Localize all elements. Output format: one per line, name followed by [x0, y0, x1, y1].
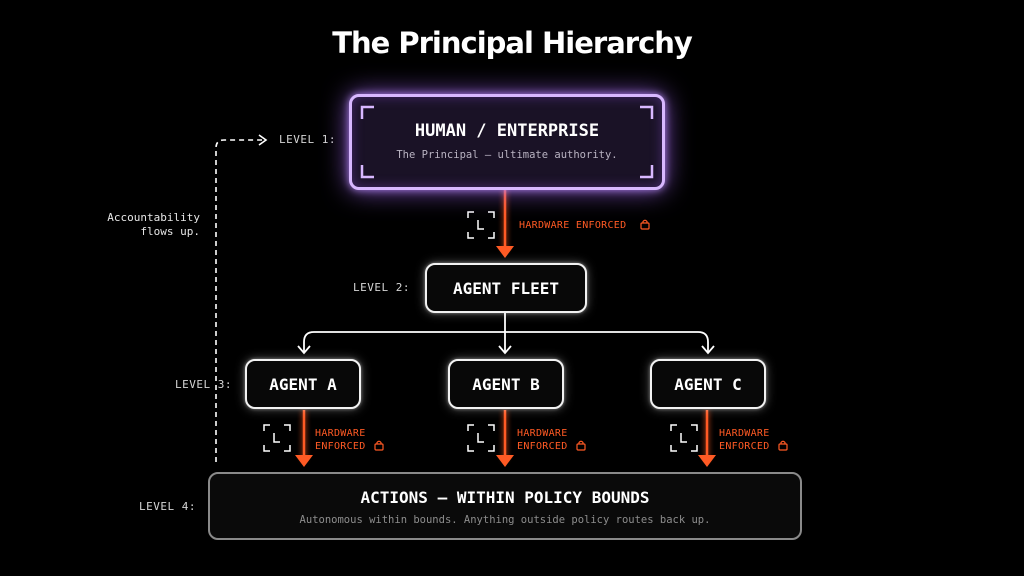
hw-line-1: HARDWARE [315, 428, 366, 439]
lock-icon [640, 219, 650, 230]
scan-frame-icon [467, 211, 495, 239]
agent-fleet-box[interactable]: AGENT FLEET [425, 263, 587, 313]
hardware-enforced-label-a: HARDWARE ENFORCED [315, 427, 366, 453]
actions-title: ACTIONS — WITHIN POLICY BOUNDS [360, 488, 650, 507]
lock-icon [778, 440, 788, 451]
agent-b-box[interactable]: AGENT B [448, 359, 564, 409]
hw-line-2: ENFORCED [719, 441, 770, 452]
principal-title: HUMAN / ENTERPRISE [414, 121, 600, 141]
orange-arrow-principal-fleet [496, 186, 514, 258]
agent-c-box[interactable]: AGENT C [650, 359, 766, 409]
actions-box[interactable]: ACTIONS — WITHIN POLICY BOUNDS Autonomou… [208, 472, 802, 540]
accountability-line-1: Accountability [107, 211, 200, 224]
hw-line-1: HARDWARE [517, 428, 568, 439]
corner-brackets [360, 105, 654, 179]
accountability-dashed-line [215, 139, 262, 462]
lock-icon [576, 440, 586, 451]
orange-arrow-agent-c [698, 410, 716, 467]
orange-arrow-agent-a [295, 410, 313, 467]
hardware-enforced-label-b: HARDWARE ENFORCED [517, 427, 568, 453]
scan-frame-icon [670, 424, 698, 452]
hardware-enforced-label: HARDWARE ENFORCED [519, 220, 627, 231]
hw-line-2: ENFORCED [517, 441, 568, 452]
actions-subtitle: Autonomous within bounds. Anything outsi… [299, 514, 711, 526]
principal-box[interactable]: HUMAN / ENTERPRISE The Principal — ultim… [349, 94, 665, 190]
level-2-label: LEVEL 2: [353, 281, 410, 294]
lock-icon [374, 440, 384, 451]
level-1-label: LEVEL 1: [279, 133, 336, 146]
scan-frame-icon [467, 424, 495, 452]
hw-line-1: HARDWARE [719, 428, 770, 439]
page-title: The Principal Hierarchy [332, 26, 693, 60]
level-3-label: LEVEL 3: [175, 378, 232, 391]
accountability-line-2: flows up. [140, 225, 200, 238]
accountability-note: Accountability flows up. [60, 211, 200, 239]
orange-arrow-agent-b [496, 410, 514, 467]
hw-line-2: ENFORCED [315, 441, 366, 452]
agent-a-box[interactable]: AGENT A [245, 359, 361, 409]
accountability-arrow-head [258, 134, 268, 146]
scan-frame-icon [263, 424, 291, 452]
level-4-label: LEVEL 4: [139, 500, 196, 513]
fleet-fork-lines [297, 312, 715, 355]
hardware-enforced-label-c: HARDWARE ENFORCED [719, 427, 770, 453]
principal-subtitle: The Principal — ultimate authority. [396, 149, 618, 161]
